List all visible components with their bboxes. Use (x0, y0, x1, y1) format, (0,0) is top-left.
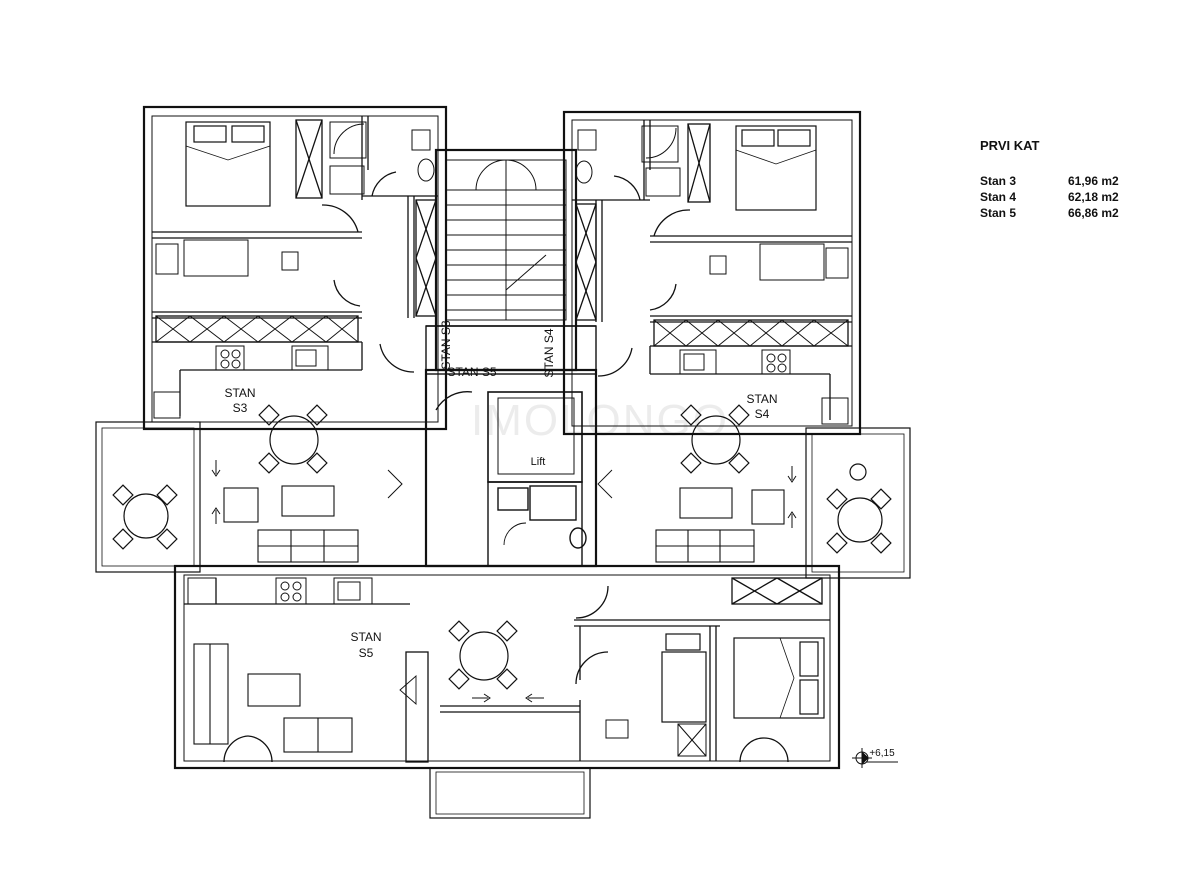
stan-s5-label-word: STAN (350, 630, 381, 644)
legend-row-name: Stan 5 (980, 206, 1017, 220)
stan-s4-walls (572, 120, 852, 420)
stan-s3-walls (152, 116, 473, 416)
legend-row-name: Stan 4 (980, 190, 1017, 204)
corridor-label-s5: STAN S5 (447, 365, 496, 379)
legend-row: Stan 4 62,18 m2 (980, 189, 1150, 205)
sofas (193, 485, 785, 753)
stan-s3-label-word: STAN (224, 386, 255, 400)
corridor-label-s3: STAN S3 (439, 320, 453, 369)
bathroom-fixtures (329, 121, 681, 197)
stairs (425, 159, 597, 375)
legend-row-area: 66,86 m2 (1068, 206, 1119, 220)
legend-row: Stan 5 66,86 m2 (980, 205, 1150, 221)
legend-row-area: 61,96 m2 (1068, 174, 1119, 188)
beds (185, 121, 825, 723)
legend-row: Stan 3 61,96 m2 (980, 173, 1150, 189)
balconies (95, 421, 911, 819)
lift-label: Lift (531, 456, 546, 468)
watermark: IMOLONGO (471, 396, 729, 445)
stan-s4-label-word: STAN (746, 392, 777, 406)
corridor-label-s4: STAN S4 (542, 328, 556, 377)
elevation-label: +6,15 (869, 748, 895, 759)
legend-title: PRVI KAT (980, 138, 1040, 153)
legend-row-name: Stan 3 (980, 174, 1017, 188)
stan-s4-label-id: S4 (755, 407, 770, 421)
desks (155, 239, 849, 757)
dining-tables (112, 404, 892, 690)
lift (487, 391, 587, 567)
kitchens (153, 345, 849, 605)
elevation-marker (852, 748, 898, 768)
legend-row-area: 62,18 m2 (1068, 190, 1119, 204)
stan-s3-label-id: S3 (233, 401, 248, 415)
area-legend: PRVI KAT Stan 3 61,96 m2 Stan 4 62,18 m2… (980, 138, 1150, 221)
arrows (211, 460, 797, 705)
stan-s5-label-id: S5 (359, 646, 374, 660)
